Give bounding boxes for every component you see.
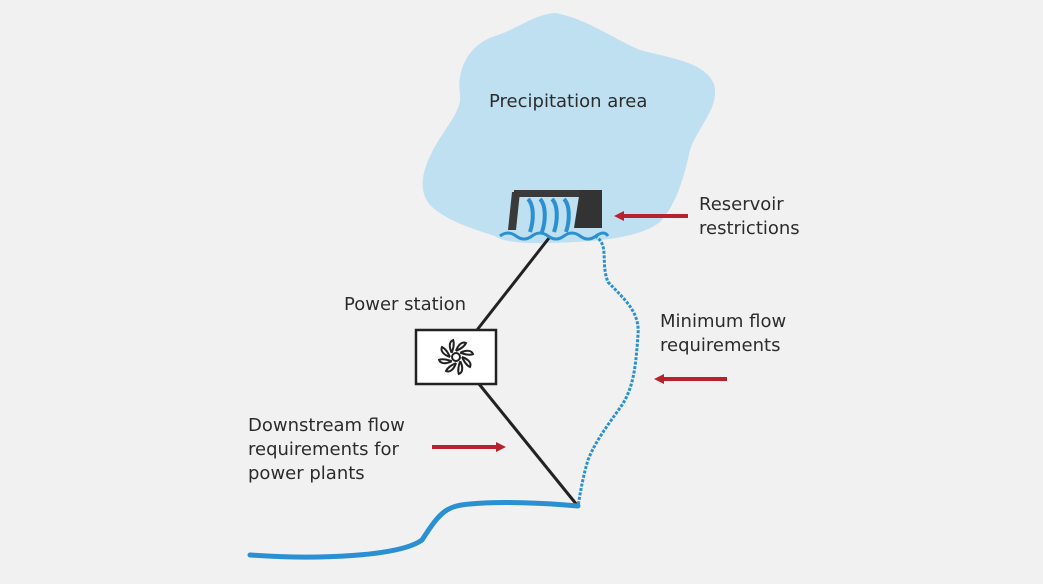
turbine-icon [437,338,475,376]
minimum-flow-label: Minimum flow requirements [660,310,786,358]
minimum-flow-river [576,234,640,507]
reservoir-restrictions-label-line-1: Reservoir [699,194,784,215]
precipitation-area-shape [422,13,716,244]
reservoir-restrictions-label: Reservoir restrictions [699,193,800,241]
downstream-flow-label-line-3: power plants [248,463,365,484]
downstream-flow-label-line-1: Downstream flow [248,415,405,436]
penstock-line-upper [475,237,551,331]
penstock-line-lower [477,383,579,506]
power-station-box [414,328,498,386]
downstream-flow-label: Downstream flow requirements for power p… [248,414,405,486]
power-station-label: Power station [344,294,467,315]
downstream-flow-label-line-2: requirements for [248,439,399,460]
minimum-flow-label-line-1: Minimum flow [660,311,787,332]
dam-icon [499,190,610,241]
minimum-flow-label-line-2: requirements [660,335,781,356]
precipitation-area-label: Precipitation area [489,91,648,112]
reservoir-restrictions-label-line-2: restrictions [699,218,800,239]
main-river [247,500,581,560]
